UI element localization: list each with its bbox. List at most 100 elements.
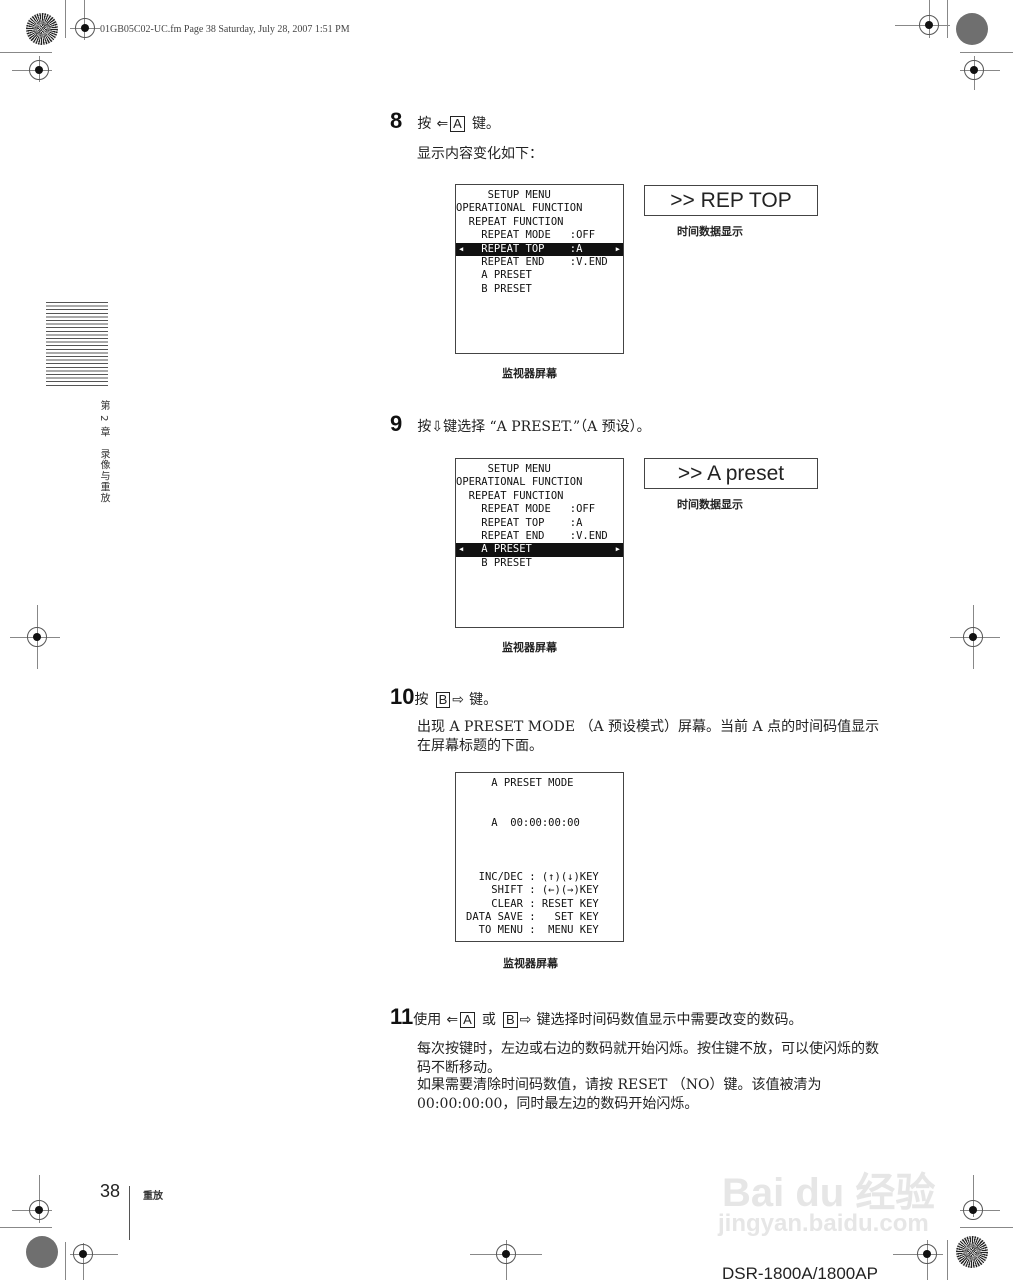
monitor-line: REPEAT TOP :A — [456, 516, 583, 529]
monitor-line — [466, 804, 623, 817]
down-arrow-icon: ⇩ — [431, 419, 444, 435]
crop-line — [0, 52, 52, 53]
monitor-line: REPEAT END :V.END — [456, 255, 608, 268]
step-9: 9 按⇩键选择 “A PRESET.”（A 预设）。 — [390, 411, 651, 437]
monitor-line — [466, 831, 623, 844]
left-arrow-icon: ◂ — [458, 543, 465, 556]
right-arrow-icon: ▸ — [614, 242, 621, 255]
monitor-line-highlighted: ◂ REPEAT TOP :A▸ — [456, 242, 623, 256]
crop-line — [960, 52, 1013, 53]
step-11-paragraph-2: 如果需要清除时间码数值，请按 RESET （NO）键。该值被清为 00:00:0… — [417, 1077, 822, 1112]
registration-dot-top-right — [956, 13, 988, 45]
crop-line — [65, 0, 66, 38]
monitor-screen-step-10: A PRESET MODE A 00:00:00:00 INC/DEC : (↑… — [455, 772, 624, 942]
crop-line — [65, 1242, 66, 1280]
monitor-line: B PRESET — [456, 556, 532, 569]
monitor-line: OPERATIONAL FUNCTION — [456, 476, 583, 489]
page-number: 38 — [100, 1181, 121, 1201]
registration-mark — [963, 627, 983, 647]
step-number: 8 — [390, 108, 403, 133]
monitor-caption: 监视器屏幕 — [502, 641, 557, 654]
registration-mark — [73, 1244, 93, 1264]
registration-starburst-top-left — [26, 13, 58, 45]
step-text-prefix: 按 — [414, 692, 429, 708]
key-b: B — [502, 1012, 518, 1028]
monitor-screen-step-9: SETUP MENU OPERATIONAL FUNCTION REPEAT F… — [455, 458, 624, 628]
monitor-screen-step-8: SETUP MENU OPERATIONAL FUNCTION REPEAT F… — [455, 184, 624, 354]
monitor-caption: 监视器屏幕 — [503, 957, 558, 970]
right-arrow-icon: ▸ — [614, 543, 621, 556]
registration-starburst-bottom-right — [956, 1236, 988, 1268]
left-arrow-icon: ⇐ — [446, 1012, 459, 1028]
crop-line — [70, 1254, 118, 1255]
footer-divider — [129, 1186, 130, 1240]
registration-mark — [964, 60, 984, 80]
monitor-line: A PRESET — [456, 269, 532, 282]
step-text-prefix: 使用 — [413, 1012, 442, 1028]
monitor-line: REPEAT FUNCTION — [456, 489, 564, 502]
monitor-line: A 00:00:00:00 — [466, 817, 580, 830]
time-data-display-step-9: >> A preset — [644, 458, 818, 489]
step-text-prefix: 按 — [417, 419, 432, 435]
crop-line — [39, 1175, 40, 1223]
step-text-suffix: 键。 — [471, 116, 500, 132]
monitor-line: CLEAR : RESET KEY — [466, 897, 599, 910]
step-10-description: 出现 A PRESET MODE （A 预设模式）屏幕。当前 A 点的时间码值显… — [417, 719, 880, 754]
right-arrow-icon: ⇨ — [452, 692, 464, 708]
crop-line — [947, 1240, 948, 1280]
crop-line — [960, 1227, 1013, 1228]
step-11: 11使用 ⇐A 或 B⇨ 键选择时间码数值显示中需要改变的数码。 — [390, 1004, 802, 1030]
step-number: 10 — [390, 684, 415, 709]
monitor-line: SETUP MENU — [456, 189, 551, 201]
monitor-line: B PRESET — [456, 282, 532, 295]
chapter-tab-stripes — [46, 302, 108, 388]
step-8-description: 显示内容变化如下： — [417, 146, 543, 162]
monitor-line: REPEAT MODE :OFF — [456, 503, 596, 516]
file-info-header: 01GB05C02-UC.fm Page 38 Saturday, July 2… — [100, 24, 350, 35]
time-display-caption: 时间数据显示 — [677, 498, 743, 511]
time-display-caption: 时间数据显示 — [677, 225, 743, 238]
baidu-watermark-url: jingyan.baidu.com — [718, 1210, 929, 1237]
monitor-line — [466, 790, 623, 803]
monitor-line: REPEAT MODE :OFF — [456, 229, 596, 242]
crop-line — [947, 0, 948, 38]
monitor-line: SETUP MENU — [456, 463, 551, 475]
monitor-line: OPERATIONAL FUNCTION — [456, 202, 583, 215]
registration-mark — [75, 18, 95, 38]
monitor-line: SHIFT : (←)(→)KEY — [466, 884, 599, 897]
monitor-line-highlighted: ◂ A PRESET▸ — [456, 543, 623, 557]
monitor-line: TO MENU : MENU KEY — [466, 924, 599, 937]
right-arrow-icon: ⇨ — [519, 1012, 532, 1028]
key-b: B — [435, 692, 451, 708]
registration-mark — [27, 627, 47, 647]
crop-line — [0, 1227, 52, 1228]
registration-mark — [963, 1200, 983, 1220]
monitor-line: REPEAT END :V.END — [456, 529, 608, 542]
registration-mark — [917, 1244, 937, 1264]
registration-mark — [29, 60, 49, 80]
step-text-prefix: 按 — [417, 116, 432, 132]
key-a: A — [450, 116, 465, 132]
registration-dot-bottom-left — [26, 1236, 58, 1268]
model-name: DSR-1800A/1800AP — [722, 1264, 878, 1283]
monitor-caption: 监视器屏幕 — [502, 367, 557, 380]
baidu-watermark-logo: Bai du 经验 — [722, 1171, 936, 1215]
monitor-line: REPEAT FUNCTION — [456, 215, 564, 228]
step-number: 9 — [390, 411, 403, 436]
monitor-line: DATA SAVE : SET KEY — [466, 910, 599, 923]
time-data-display-step-8: >> REP TOP — [644, 185, 818, 216]
step-8: 8 按 ⇐A 键。 — [390, 108, 500, 134]
step-text-suffix: 键选择时间码数值显示中需要改变的数码。 — [536, 1012, 803, 1028]
key-a: A — [460, 1012, 475, 1028]
step-11-paragraph-1: 每次按键时，左边或右边的数码就开始闪烁。按住键不放，可以使闪烁的数码不断移动。 — [417, 1041, 879, 1076]
step-text-suffix: 键。 — [469, 692, 498, 708]
chapter-label: 第 2 章 录像与重放 — [98, 400, 109, 504]
monitor-line: INC/DEC : (↑)(↓)KEY — [466, 870, 599, 883]
registration-mark — [496, 1244, 516, 1264]
registration-mark — [919, 15, 939, 35]
step-number: 11 — [390, 1004, 414, 1029]
step-text-middle: 或 — [481, 1012, 496, 1028]
left-arrow-icon: ⇐ — [436, 116, 449, 132]
monitor-line: A PRESET MODE — [466, 777, 574, 789]
monitor-line — [466, 857, 623, 870]
